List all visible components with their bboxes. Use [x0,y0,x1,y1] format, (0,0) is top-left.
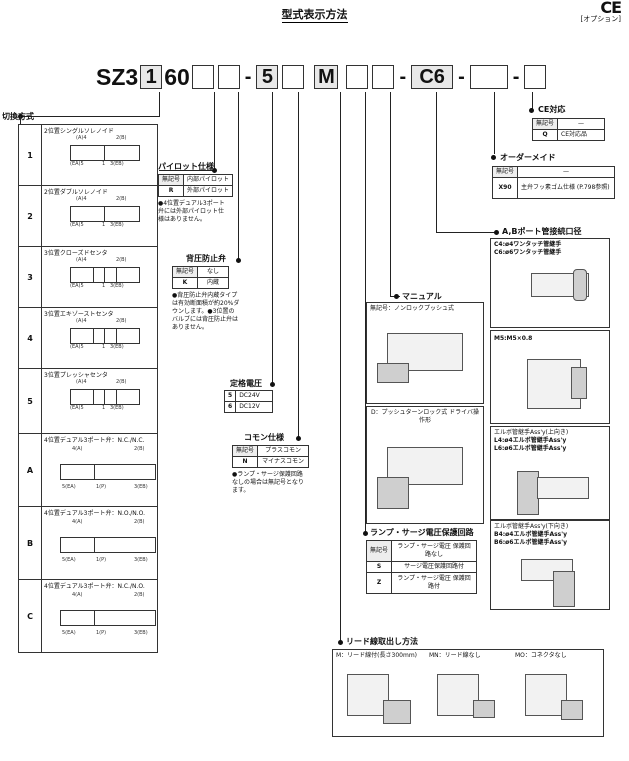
pilot-title: パイロット仕様 [158,162,214,171]
model-code: SZ3 1 60 - 5 M - C6 - - [96,62,548,92]
manual-panel-pushturn: D：プッシュターンロック式 ドライバ操作形 [366,406,484,524]
pilot-note: ●4位置デュアル3ポート弁には外部パイロット仕様はありません。 [158,200,225,224]
common-note: ●ランプ・サージ保護回路なしの場合は無記号となります。 [232,471,304,495]
code-box-order [469,65,508,89]
ce-title: CE対応 [538,105,566,114]
port-title: A,Bポート管接続口径 [502,227,582,236]
lead-panel: M：リード線付(長さ300mm) MN：リード線なし MO：コネクタなし [332,649,604,737]
code-box-port: C6 [411,65,454,89]
manual-panel-nonlock: 無記号：ノンロックプッシュ式 [366,302,484,404]
code-box-backpressure [217,65,240,89]
manual-title: マニュアル [402,292,442,301]
code-box-switch: 1 [140,65,163,89]
common-title: コモン仕様 [244,433,284,442]
voltage-title: 定格電圧 [230,379,262,388]
port-panel-m5: M5:M5×0.8 [490,330,610,424]
backpressure-title: 背圧防止弁 [186,254,226,263]
backpressure-note: ●背圧防止弁内蔵タイプは有効断面積が約20%ダウンします。●3位置のバルブには背… [172,292,240,332]
lead-title: リード線取出し方法 [346,637,418,646]
code-box-manual2 [372,65,395,89]
code-box-ce [524,65,547,89]
code-box-pilot [191,65,214,89]
code-mid: 60 [164,63,190,90]
page-title: 型式表示方法 [281,8,348,23]
surge-title: ランプ・サージ電圧保護回路 [370,528,474,537]
code-box-common [282,65,305,89]
code-box-manual: M [314,65,339,89]
code-box-voltage: 5 [256,65,279,89]
order-title: オーダーメイド [500,153,556,162]
code-box-surge [346,65,369,89]
ce-mark: CE[オプション] [580,0,622,23]
code-prefix: SZ3 [96,63,139,90]
